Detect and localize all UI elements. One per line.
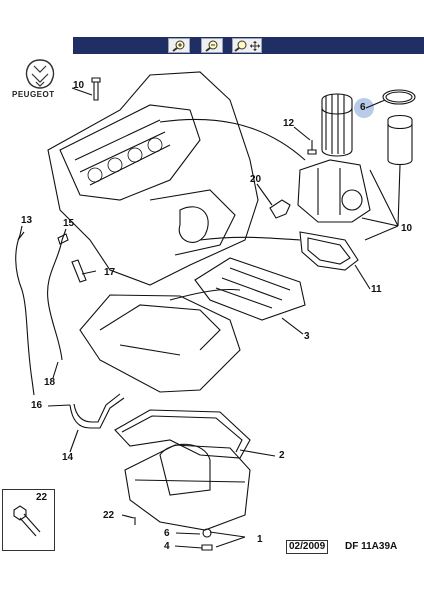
filter-cartridge (387, 114, 413, 166)
sensor-part-20 (269, 199, 291, 219)
peugeot-lion-logo (25, 59, 55, 89)
engine-block (47, 71, 259, 286)
inset-bolt (13, 505, 41, 537)
part-22-inset (2, 489, 55, 551)
callout-label: 6 (164, 528, 170, 539)
oil-filter-housing (297, 159, 371, 223)
magnifier-move-icon (234, 40, 260, 52)
callout-label: 6 (360, 102, 366, 113)
lower-crankcase (79, 294, 241, 393)
part-6-highlight (354, 98, 374, 118)
callout-label: 16 (31, 400, 43, 411)
magnifier-plus-icon (172, 40, 185, 52)
zoom-in-button[interactable] (168, 38, 190, 53)
callout-label: 15 (63, 218, 75, 229)
zoom-out-button[interactable] (201, 38, 223, 53)
housing-gasket (299, 231, 359, 271)
toolbar-blank (0, 37, 73, 54)
callout-label: 18 (44, 377, 56, 388)
dipstick-tube (47, 239, 63, 361)
zoom-pan-button[interactable] (232, 38, 262, 53)
drain-washer (202, 528, 212, 538)
callout-label: 22 (103, 510, 115, 521)
magnifier-minus-icon (205, 40, 218, 52)
callout-label: 10 (401, 223, 413, 234)
callout-label: 13 (21, 215, 33, 226)
cylinder-head (59, 104, 201, 201)
o-ring (382, 89, 416, 105)
diagram-code: DF 11A39A (345, 541, 398, 552)
sump-gasket (114, 409, 251, 459)
oil-return-pipe (69, 397, 125, 429)
callout-label: 12 (283, 118, 295, 129)
drain-plug (201, 544, 213, 551)
sensor-part-17 (71, 259, 87, 283)
callout-label: 3 (304, 331, 310, 342)
callout-label: 10 (73, 80, 85, 91)
oil-baffle (194, 257, 306, 321)
oil-pan (124, 444, 251, 531)
diagram-date: 02/2009 (286, 540, 329, 554)
callout-label: 11 (371, 284, 382, 295)
brand-name: PEUGEOT (12, 90, 55, 99)
callout-label: 2 (279, 450, 285, 461)
bolt-part-12 (307, 140, 317, 155)
callout-label: 17 (104, 267, 116, 278)
toolbar (0, 37, 424, 54)
oil-filter-cap (321, 93, 353, 157)
dipstick (15, 234, 35, 396)
callout-label: 4 (164, 541, 170, 552)
callout-label: 14 (62, 452, 74, 463)
callout-label: 20 (250, 174, 262, 185)
callout-label: 1 (257, 534, 263, 545)
inset-label: 22 (36, 492, 48, 503)
